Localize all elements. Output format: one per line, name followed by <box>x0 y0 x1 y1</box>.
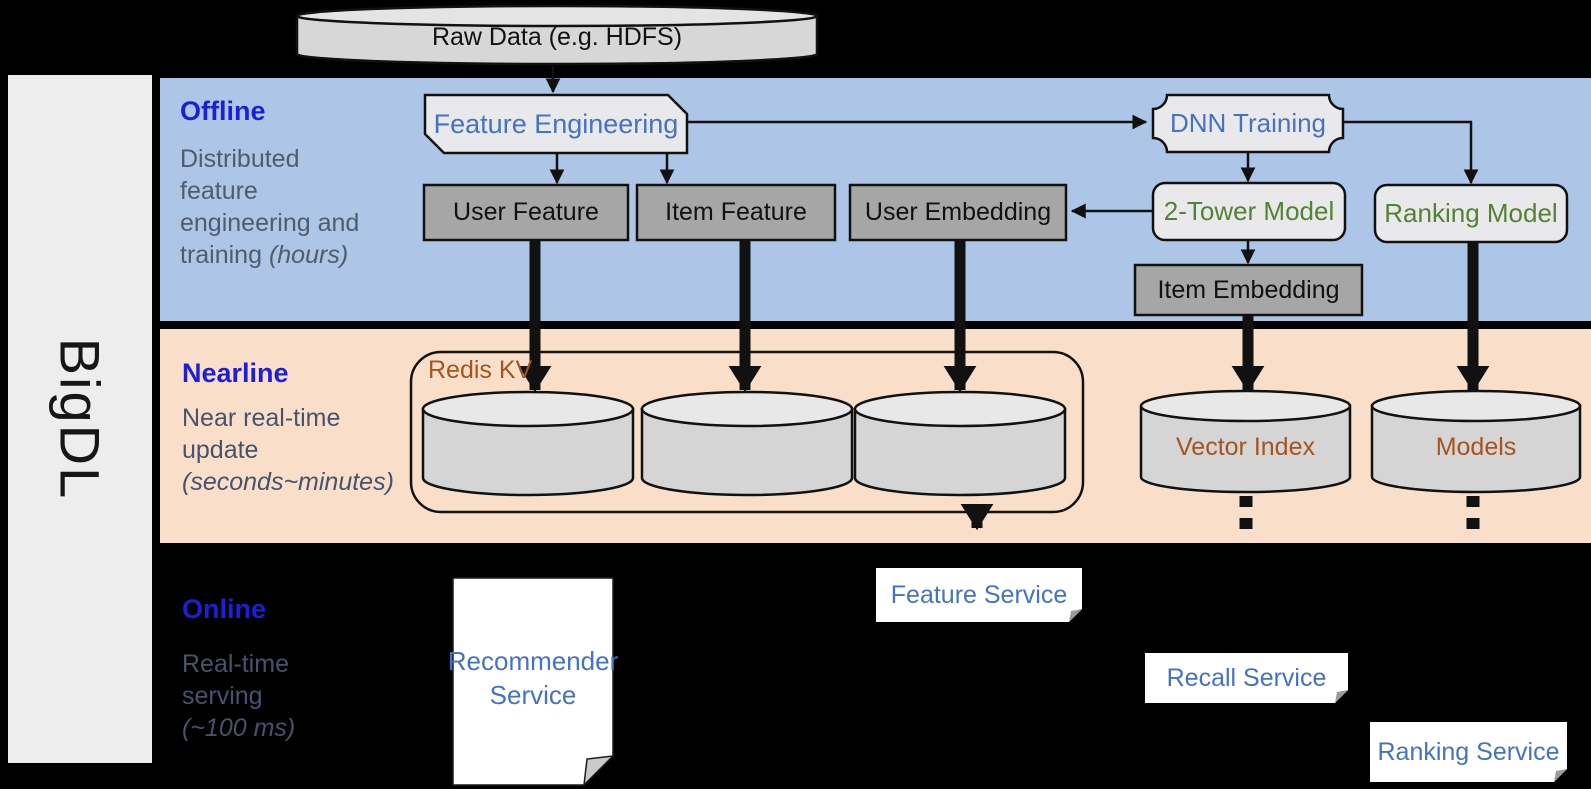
nearline-band-title: Nearline <box>182 358 289 388</box>
online-band-title: Online <box>182 594 267 624</box>
recommender-service-label: Recommender Service <box>447 646 619 710</box>
dnn-training-shape <box>1151 93 1345 154</box>
offline-band-description: Distributed feature engineering and trai… <box>180 145 360 269</box>
user-feature-shape <box>422 183 630 242</box>
folded-corner <box>1069 609 1082 622</box>
bigdl-sidebar: BigDL <box>8 75 152 763</box>
item-feature-shape <box>635 183 837 242</box>
folded-corner <box>1335 690 1348 703</box>
raw-data-cylinder <box>295 4 819 66</box>
recall-service-label: Recall Service <box>1166 663 1327 692</box>
nearline-band-description: Near real-time update (seconds~minutes) <box>182 404 394 496</box>
user-embedding-label: User Embedding <box>864 198 1052 226</box>
models-cylinder <box>1370 389 1582 494</box>
feature-engineering-shape <box>423 93 689 155</box>
recall-service-shape <box>1145 653 1348 703</box>
feature-service-label: Feature Service <box>890 580 1068 609</box>
two-tower-model-label: 2-Tower Model <box>1163 196 1335 226</box>
feature-service-shape <box>876 568 1082 622</box>
feature-engineering-label: Feature Engineering <box>433 108 679 139</box>
vector-index-cylinder <box>1139 389 1352 494</box>
vector-index-label: Vector Index <box>1176 432 1315 461</box>
ranking-model-shape <box>1373 183 1569 244</box>
dnn-training-label: DNN Training <box>1169 108 1327 138</box>
ranking-service-shape <box>1370 722 1567 782</box>
models-label: Models <box>1435 432 1517 461</box>
user-feature-label: User Feature <box>453 198 599 226</box>
redis-kv-label: Redis KV <box>428 356 533 384</box>
user-embedding-shape <box>848 183 1068 242</box>
redis-cylinder-3 <box>853 390 1067 497</box>
folded-corner <box>583 755 616 788</box>
recommender-service-shape <box>452 577 616 788</box>
offline-band-title: Offline <box>180 96 266 126</box>
two-tower-model-shape <box>1151 181 1347 242</box>
arrow-dnn-to-ranking-model <box>1343 120 1479 185</box>
folded-corner <box>1554 769 1567 782</box>
redis-cylinder-1 <box>421 390 635 497</box>
ranking-model-label: Ranking Model <box>1384 198 1558 228</box>
ranking-service-label: Ranking Service <box>1377 737 1560 766</box>
item-embedding-shape <box>1133 263 1364 317</box>
item-feature-label: Item Feature <box>665 198 807 226</box>
online-band-description: Real-time serving (~100 ms) <box>182 650 296 742</box>
item-embedding-label: Item Embedding <box>1157 275 1340 304</box>
raw-data-label: Raw Data (e.g. HDFS) <box>431 22 683 51</box>
redis-cylinder-2 <box>640 390 854 497</box>
redis-kv-container <box>409 350 1085 514</box>
